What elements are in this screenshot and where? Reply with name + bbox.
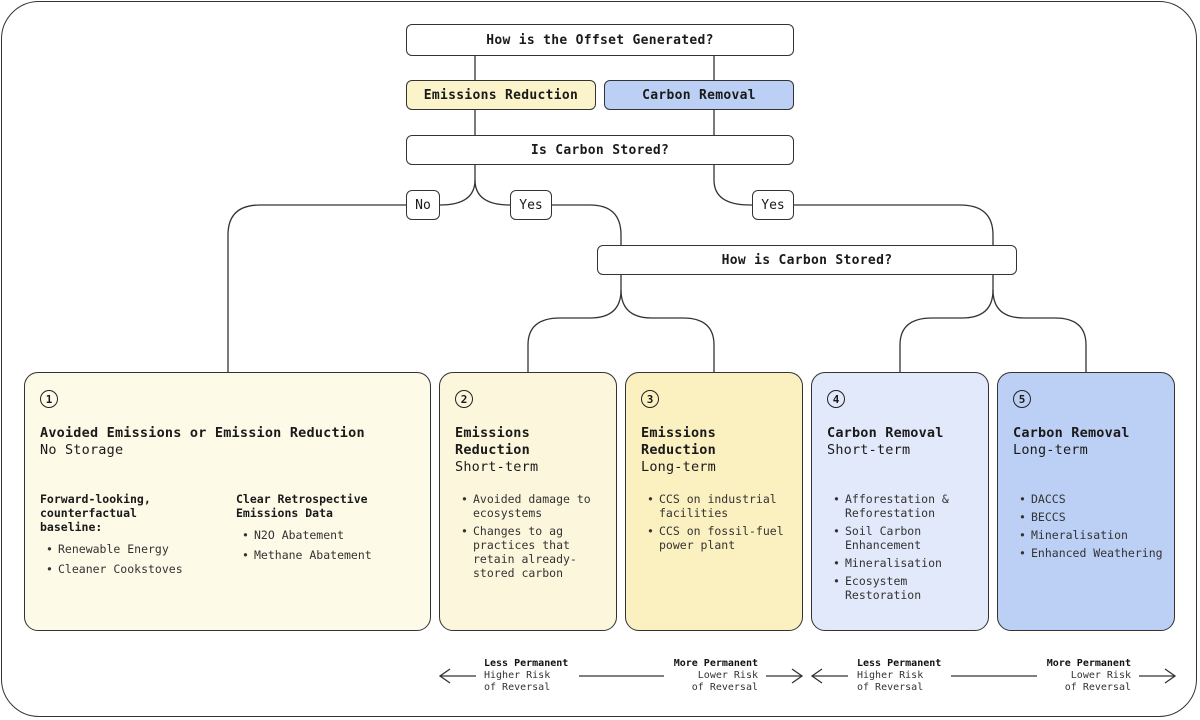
list-item: DACCS: [1013, 492, 1163, 506]
card-subtitle: Short-term: [827, 442, 911, 458]
list-item: CCS on fossil-fuel power plant: [641, 524, 791, 552]
card-number: 1: [40, 390, 58, 408]
card-number: 5: [1013, 390, 1031, 408]
card-title: Emissions Reduction Short-term: [455, 425, 575, 476]
list-item: CCS on industrial facilities: [641, 492, 791, 520]
column-heading: Clear Retrospective Emissions Data: [236, 492, 368, 520]
list-item: Mineralisation: [827, 556, 977, 570]
card-number: 4: [827, 390, 845, 408]
branch-yes-right: Yes: [752, 190, 794, 220]
category-carbon-removal: Carbon Removal: [604, 80, 794, 110]
list-item: Avoided damage to ecosystems: [455, 492, 605, 520]
category-emissions-reduction: Emissions Reduction: [406, 80, 596, 110]
question-how-stored: How is Carbon Stored?: [597, 245, 1017, 275]
list-item: BECCS: [1013, 510, 1163, 524]
list-item: Afforestation & Reforestation: [827, 492, 977, 520]
list-item: Cleaner Cookstoves: [40, 562, 220, 576]
card-title: Carbon Removal Short-term: [827, 425, 977, 459]
question-offset-generated: How is the Offset Generated?: [406, 24, 794, 56]
list-item: Ecosystem Restoration: [827, 574, 977, 602]
list-item: Changes to ag practices that retain alre…: [455, 524, 605, 580]
card-subtitle: No Storage: [40, 442, 124, 458]
card-3-emissions-reduction-long-term: 3 Emissions Reduction Long-term CCS on i…: [625, 372, 803, 631]
card-number: 3: [641, 390, 659, 408]
column-heading: Forward-looking, counterfactual baseline…: [40, 492, 151, 534]
card-title: Carbon Removal Long-term: [1013, 425, 1163, 459]
card-title: Avoided Emissions or Emission Reduction …: [40, 425, 365, 458]
list-item: Mineralisation: [1013, 528, 1163, 542]
card-4-carbon-removal-short-term: 4 Carbon Removal Short-term Afforestatio…: [811, 372, 989, 631]
list-item: Renewable Energy: [40, 542, 220, 556]
branch-yes-left: Yes: [510, 190, 552, 220]
card-2-emissions-reduction-short-term: 2 Emissions Reduction Short-term Avoided…: [439, 372, 617, 631]
list-item: Soil Carbon Enhancement: [827, 524, 977, 552]
list-item: Enhanced Weathering: [1013, 546, 1163, 560]
card-1-no-storage: 1 Avoided Emissions or Emission Reductio…: [24, 372, 431, 631]
item-list: Renewable Energy Cleaner Cookstoves: [40, 542, 220, 580]
item-list: Avoided damage to ecosystems Changes to …: [455, 492, 605, 584]
card-subtitle: Long-term: [1013, 442, 1088, 458]
card-subtitle: Short-term: [455, 459, 539, 475]
card-subtitle: Long-term: [641, 459, 716, 475]
item-list: CCS on industrial facilities CCS on foss…: [641, 492, 791, 556]
list-item: N2O Abatement: [236, 528, 416, 542]
branch-no: No: [406, 190, 440, 220]
list-item: Methane Abatement: [236, 548, 416, 562]
card-5-carbon-removal-long-term: 5 Carbon Removal Long-term DACCS BECCS M…: [997, 372, 1175, 631]
item-list: DACCS BECCS Mineralisation Enhanced Weat…: [1013, 492, 1163, 564]
question-carbon-stored: Is Carbon Stored?: [406, 135, 794, 165]
item-list: N2O Abatement Methane Abatement: [236, 528, 416, 566]
card-number: 2: [455, 390, 473, 408]
item-list: Afforestation & Reforestation Soil Carbo…: [827, 492, 977, 606]
card-title: Emissions Reduction Long-term: [641, 425, 761, 476]
